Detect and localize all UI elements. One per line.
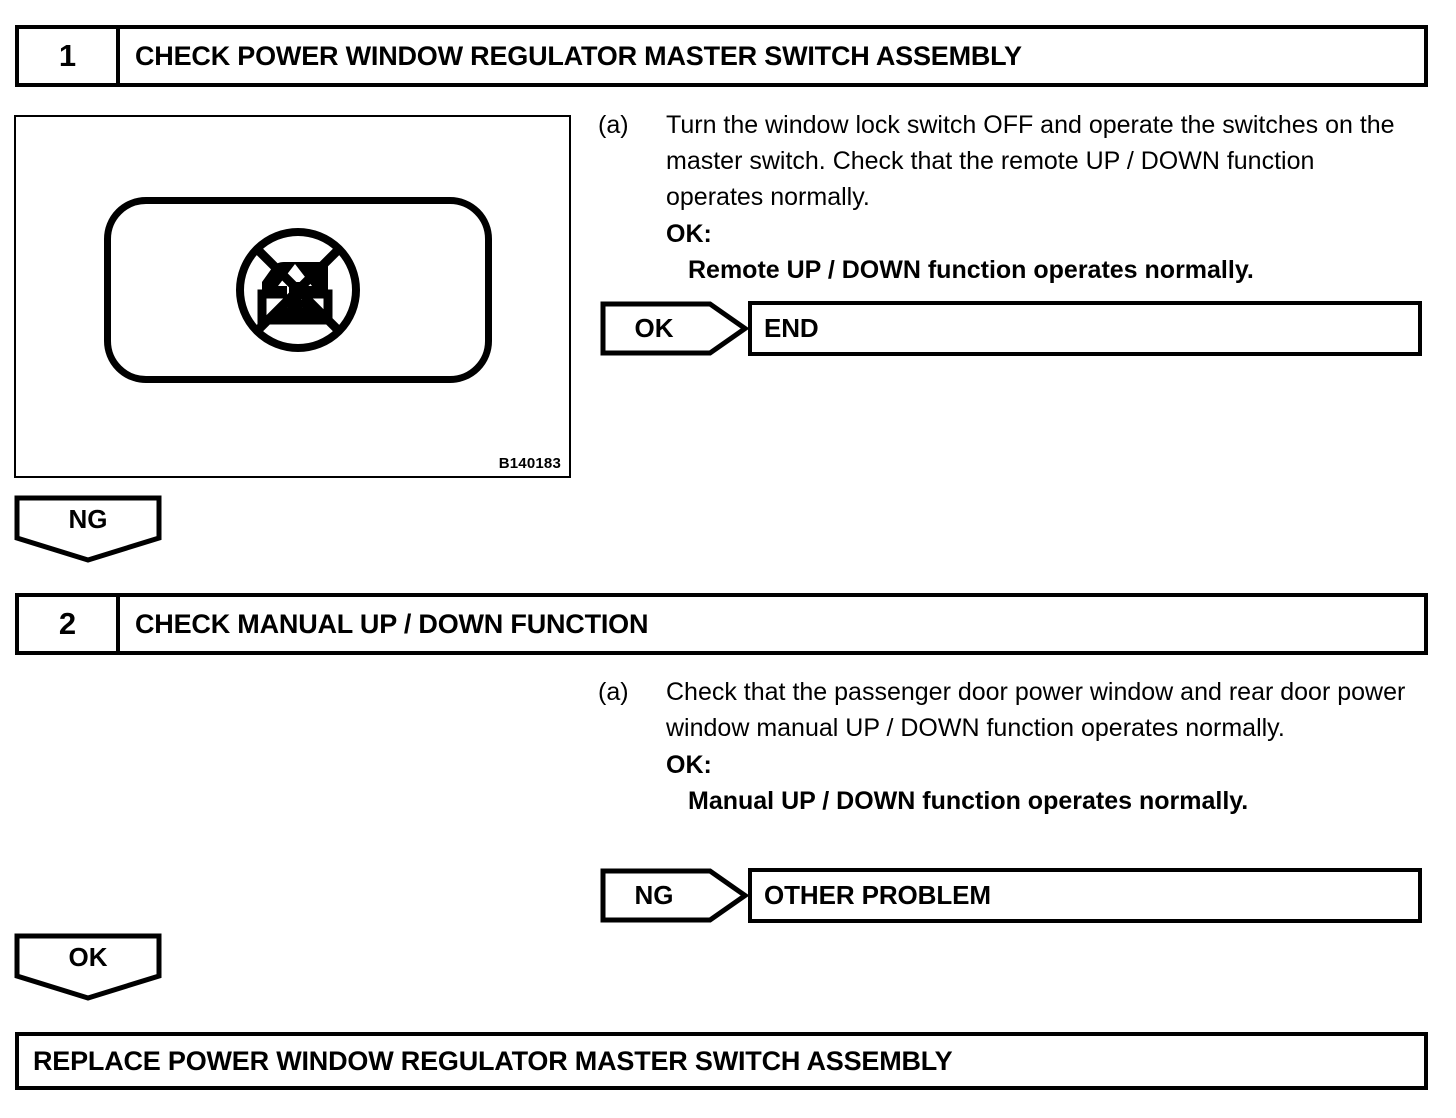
window-lock-prohibition-icon <box>232 224 364 356</box>
illustration-reference-code: B140183 <box>498 455 561 472</box>
step-1-instruction-text: Turn the window lock switch OFF and oper… <box>666 111 1395 211</box>
step-2-header: 2 CHECK MANUAL UP / DOWN FUNCTION <box>15 593 1428 655</box>
step-1-illustration-panel: B140183 <box>14 115 571 478</box>
window-lock-switch-button <box>104 197 492 383</box>
step-1-ok-value: Remote UP / DOWN function operates norma… <box>688 256 1254 284</box>
step-1-ok-chevron: OK <box>600 301 748 356</box>
step-1-result-row: OK END <box>600 301 1422 356</box>
step-2-ok-value: Manual UP / DOWN function operates norma… <box>688 787 1249 815</box>
step-2-ng-chevron-label: NG <box>634 880 674 910</box>
step-2-outcome-box: OTHER PROBLEM <box>748 868 1422 923</box>
step-2-title: CHECK MANUAL UP / DOWN FUNCTION <box>135 608 649 639</box>
step-1-ok-label: OK: <box>666 220 712 248</box>
step-1-ng-marker: NG <box>14 495 162 563</box>
step-2-instruction-text: Check that the passenger door power wind… <box>666 678 1406 742</box>
step-1-header: 1 CHECK POWER WINDOW REGULATOR MASTER SW… <box>15 25 1428 87</box>
step-2-ok-marker: OK <box>14 933 162 1001</box>
step-1-instruction-marker: (a) <box>598 111 629 139</box>
step-1-outcome-box: END <box>748 301 1422 356</box>
step-1-title: CHECK POWER WINDOW REGULATOR MASTER SWIT… <box>135 40 1022 71</box>
step-2-ok-label: OK: <box>666 751 712 779</box>
step-2-instruction: (a) Check that the passenger door power … <box>598 674 1408 819</box>
step-1-number: 1 <box>19 29 120 83</box>
step-2-number: 2 <box>19 597 120 651</box>
step-1-instruction: (a) Turn the window lock switch OFF and … <box>598 107 1398 288</box>
step-2-result-row: NG OTHER PROBLEM <box>600 868 1422 923</box>
conclusion-box: REPLACE POWER WINDOW REGULATOR MASTER SW… <box>15 1032 1428 1090</box>
step-2-ng-chevron: NG <box>600 868 748 923</box>
step-2-ok-marker-label: OK <box>68 941 108 972</box>
step-1-ng-marker-label: NG <box>68 503 108 534</box>
step-1-ok-chevron-label: OK <box>634 313 674 343</box>
step-2-instruction-marker: (a) <box>598 678 629 706</box>
